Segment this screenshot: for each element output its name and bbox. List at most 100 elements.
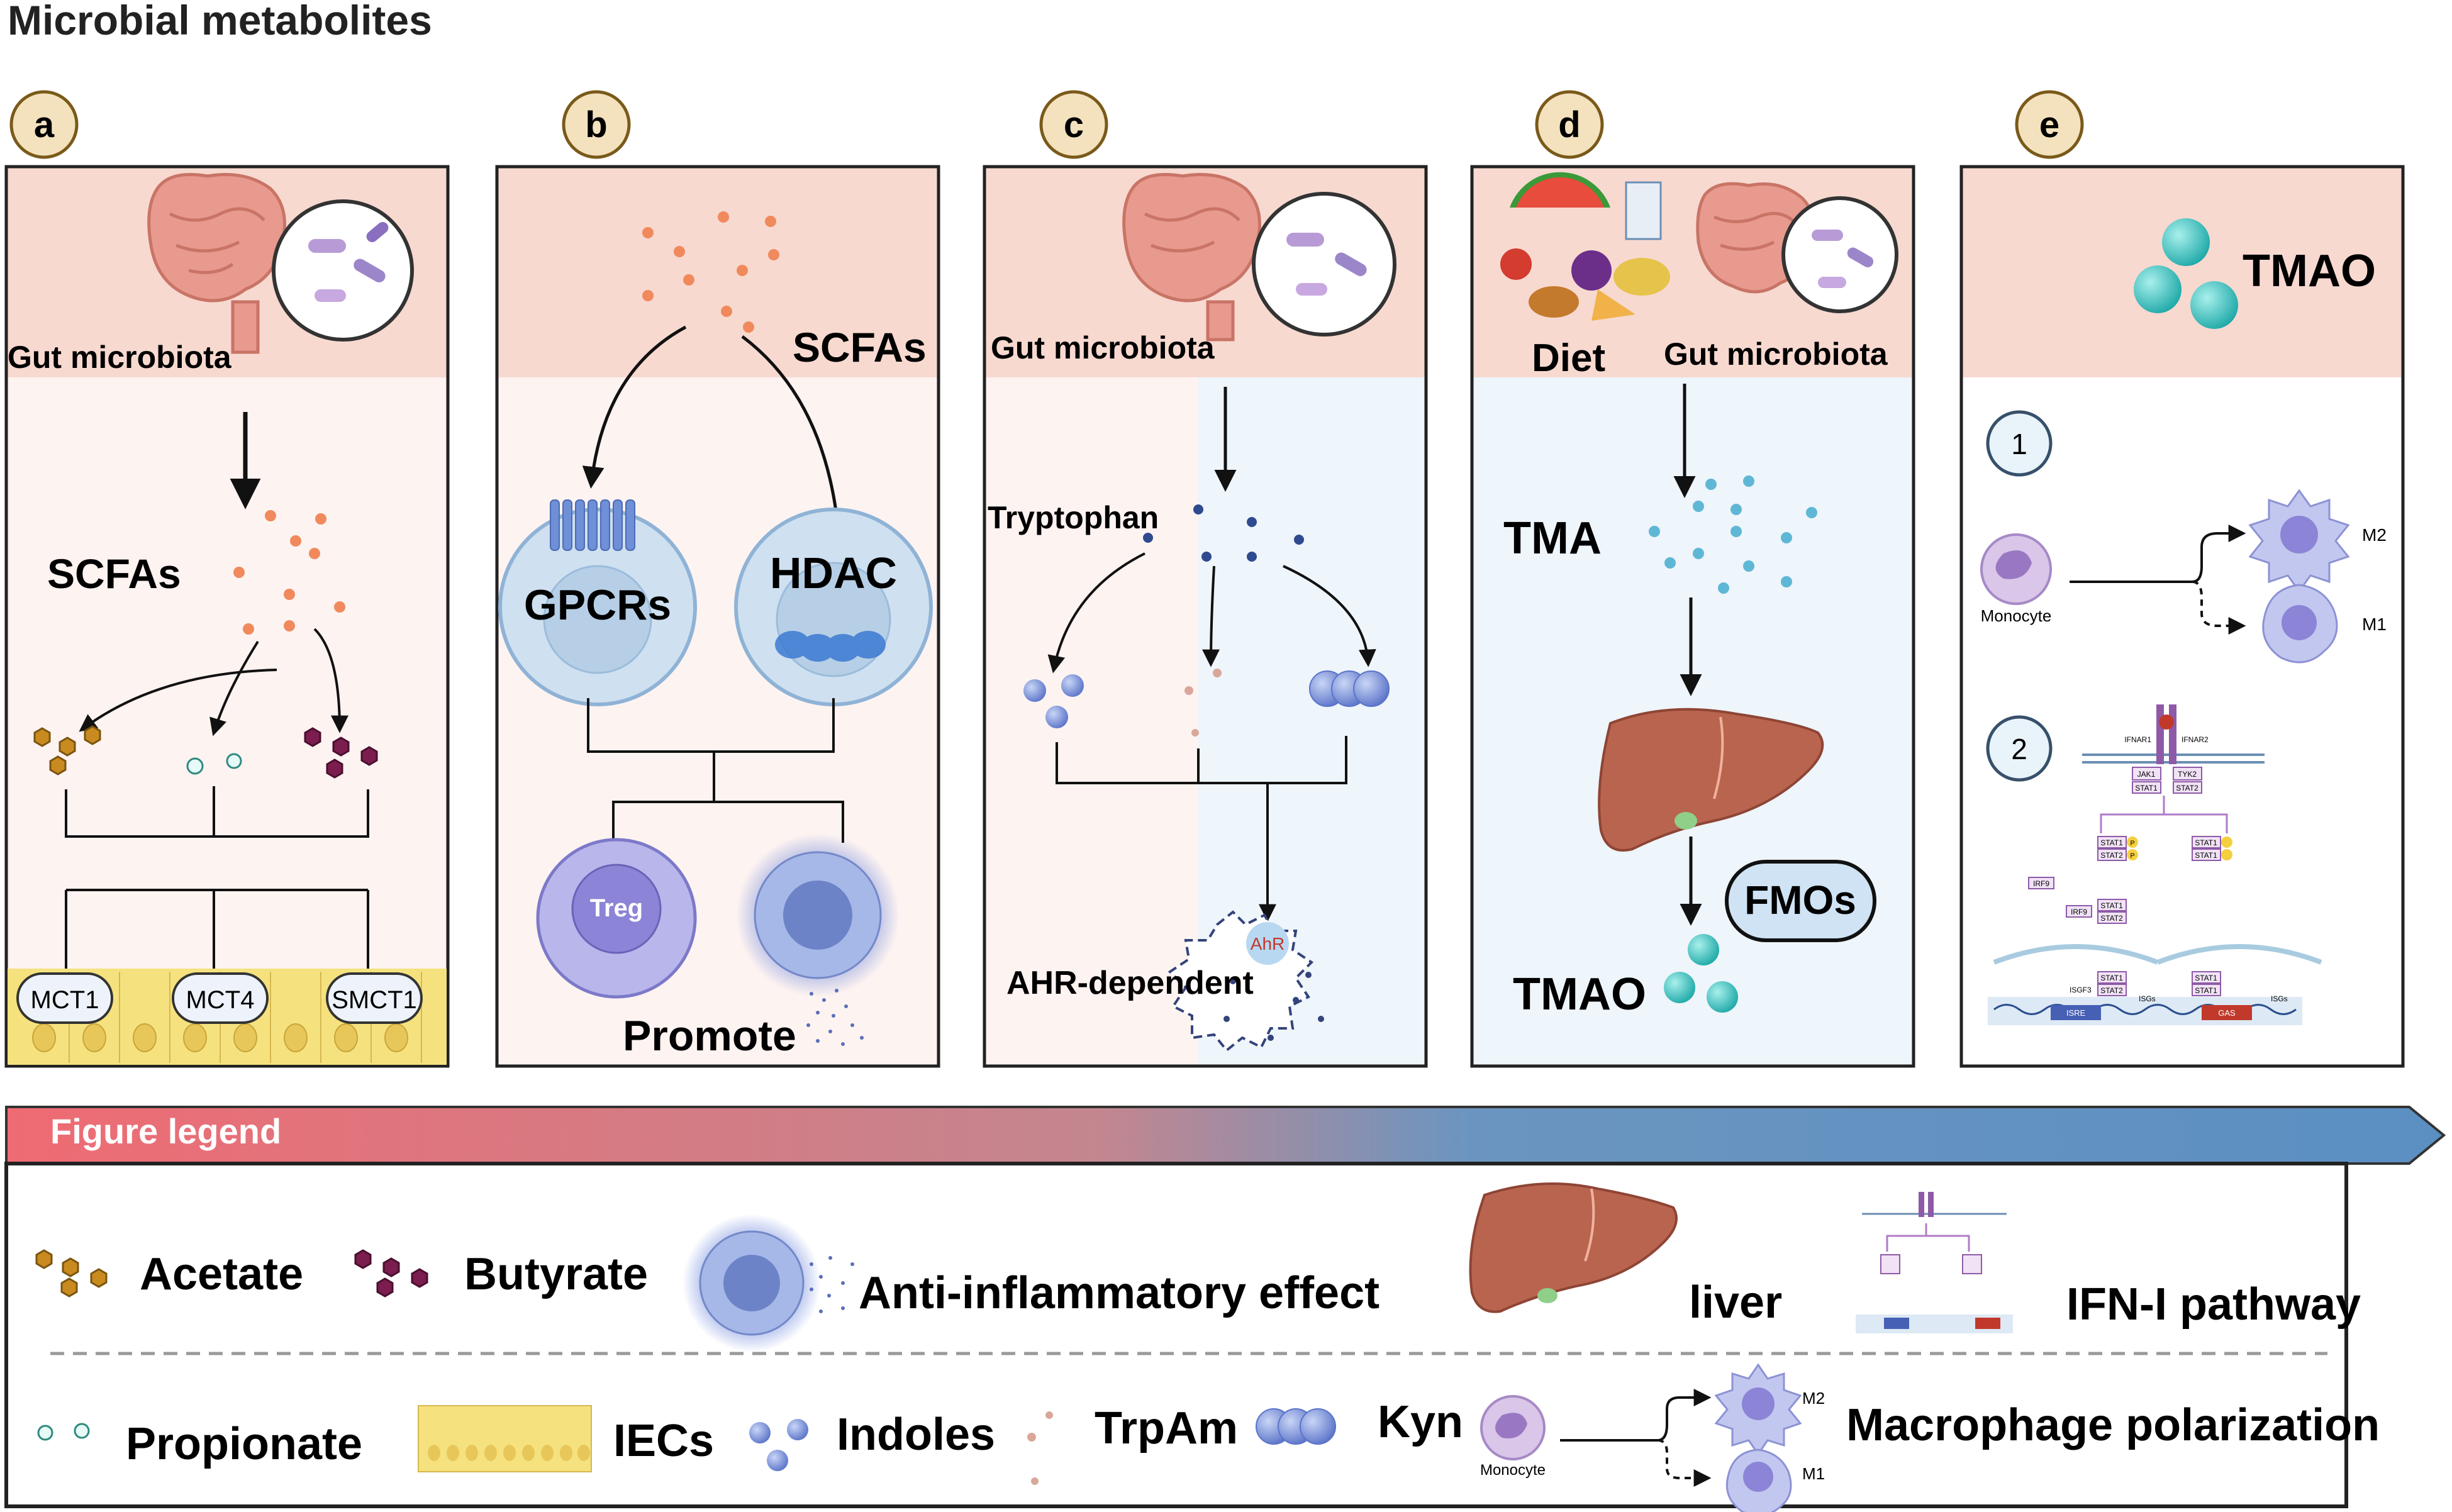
svg-text:STAT1: STAT1 (2100, 974, 2123, 982)
legend-propionate: Propionate (37, 1419, 362, 1469)
liver-icon (1598, 708, 1824, 852)
legend-header-label: Figure legend (50, 1111, 281, 1151)
indole-molecules (1023, 674, 1084, 728)
svg-text:IFNAR2: IFNAR2 (2182, 735, 2209, 744)
svg-text:STAT1: STAT1 (2195, 838, 2217, 847)
tmao-molecules (2134, 218, 2238, 329)
svg-text:GPCRs: GPCRs (524, 581, 671, 629)
acetate-molecules (33, 725, 101, 775)
svg-text:STAT2: STAT2 (2100, 986, 2123, 995)
monocyte-icon (1980, 533, 2052, 605)
panel-b-letter-badge: b (562, 90, 631, 159)
tmao-label-e: TMAO (2243, 246, 2376, 296)
m2-macrophage-icon (2248, 489, 2350, 593)
intestine-icon (147, 173, 286, 354)
transporter-mct4: MCT4 (172, 972, 269, 1024)
svg-text:STAT1: STAT1 (2195, 851, 2217, 860)
svg-text:TrpAm: TrpAm (1095, 1403, 1238, 1454)
svg-text:liver: liver (1689, 1277, 1782, 1328)
butyrate-molecules (304, 727, 378, 779)
svg-text:IFNAR1: IFNAR1 (2124, 735, 2151, 744)
transporter-mct1: MCT1 (16, 972, 113, 1024)
svg-text:MCT4: MCT4 (186, 986, 255, 1014)
svg-text:IRF9: IRF9 (2033, 879, 2049, 888)
panel-e: e TMAO 1 Monocyte M2 M1 2 (1959, 90, 2405, 1068)
intestine-icon (1122, 173, 1261, 342)
svg-text:GAS: GAS (2218, 1008, 2236, 1018)
tryptophan-dots (1143, 504, 1304, 562)
svg-text:JAK1: JAK1 (2137, 770, 2156, 779)
svg-text:STAT2: STAT2 (2100, 914, 2123, 923)
step-1-badge: 1 (1986, 410, 2053, 477)
tryptophan-label: Tryptophan (988, 500, 1159, 535)
m2-label: M2 (2362, 525, 2387, 545)
legend-trpam: TrpAm (1027, 1403, 1238, 1485)
m1-label: M1 (2362, 614, 2387, 634)
svg-text:Acetate: Acetate (140, 1249, 303, 1299)
svg-text:STAT1: STAT1 (2100, 838, 2123, 847)
svg-text:STAT2: STAT2 (2100, 851, 2123, 860)
panel-a-letter-badge: a (9, 90, 79, 159)
svg-text:P: P (2130, 840, 2134, 847)
panel-d-letter-badge: d (1535, 90, 1604, 159)
svg-text:2: 2 (2011, 733, 2027, 765)
kyn-molecules (1309, 670, 1390, 707)
panel-a: a Gut microbiota SCFAs (4, 90, 450, 1068)
treg-cell: Treg (536, 838, 697, 999)
svg-text:Treg: Treg (590, 894, 643, 922)
svg-text:HDAC: HDAC (770, 548, 897, 598)
bacteria-magnifier-icon (1781, 196, 1898, 313)
fmos-badge: FMOs (1725, 860, 1876, 942)
legend-macrophage-polarization: Monocyte M2 M1 Macrophage polarization (1480, 1363, 2380, 1512)
propionate-molecules (186, 753, 242, 775)
svg-text:ISGs: ISGs (2271, 994, 2288, 1003)
svg-text:Kyn: Kyn (1378, 1397, 1463, 1447)
anti-inflammatory-cell (736, 833, 900, 1046)
step-2-badge: 2 (1986, 715, 2053, 782)
m1-macrophage-icon (2262, 584, 2338, 664)
bacteria-magnifier-icon (1252, 192, 1396, 336)
legend-indoles: Indoles (749, 1409, 995, 1471)
legend-header-arrow (5, 1106, 2446, 1165)
legend-iecs: IECs (418, 1405, 714, 1472)
transporter-smct1: SMCT1 (326, 972, 423, 1024)
legend-liver: liver (1469, 1182, 1782, 1328)
svg-text:Indoles: Indoles (837, 1409, 995, 1460)
panel-c-letter-badge: c (1039, 90, 1108, 159)
monocyte-label: Monocyte (1981, 606, 2052, 625)
diet-food-icon (1500, 172, 1670, 321)
svg-text:AhR: AhR (1251, 934, 1285, 953)
gut-microbiota-label: Gut microbiota (1664, 336, 1888, 372)
panel-d: d Diet Gut microbiota TMA (1470, 90, 1915, 1068)
svg-text:Butyrate: Butyrate (464, 1249, 648, 1299)
legend-kyn: Kyn (1256, 1397, 1463, 1447)
svg-text:1: 1 (2011, 428, 2027, 460)
svg-text:TYK2: TYK2 (2178, 770, 2197, 779)
legend-butyrate: Butyrate (354, 1249, 648, 1299)
gpcr-cell: GPCRs (498, 499, 697, 706)
bacteria-magnifier-icon (272, 199, 414, 342)
svg-text:M1: M1 (1802, 1464, 1825, 1483)
panel-c: c Gut microbiota Tryptophan (983, 90, 1428, 1068)
svg-text:IRF9: IRF9 (2071, 908, 2087, 916)
svg-text:Macrophage polarization: Macrophage polarization (1846, 1400, 2380, 1450)
scfas-label: SCFAs (47, 550, 181, 597)
svg-text:STAT1: STAT1 (2135, 784, 2158, 792)
svg-text:Anti-inflammatory effect: Anti-inflammatory effect (859, 1268, 1379, 1318)
tmao-label: TMAO (1513, 969, 1646, 1020)
panel-b: b SCFAs GPCRs (495, 90, 940, 1068)
promote-label: Promote (623, 1012, 796, 1060)
hdac-cell: HDAC (734, 508, 933, 706)
tma-dots (1649, 475, 1817, 594)
svg-text:M2: M2 (1802, 1389, 1825, 1408)
svg-text:STAT2: STAT2 (2176, 784, 2198, 792)
svg-text:Propionate: Propionate (126, 1419, 362, 1469)
figure-title: Microbial metabolites (8, 0, 432, 43)
svg-text:IECs: IECs (613, 1416, 714, 1466)
svg-text:Monocyte: Monocyte (1480, 1462, 1546, 1479)
svg-text:FMOs: FMOs (1744, 877, 1856, 923)
tma-label: TMA (1503, 513, 1602, 564)
ifn-pathway-diagram: IFNAR1 IFNAR2 JAK1 TYK2 STAT1 STAT2 STAT… (1988, 704, 2322, 1025)
svg-text:ISRE: ISRE (2066, 1008, 2086, 1018)
svg-text:d: d (1558, 104, 1580, 145)
